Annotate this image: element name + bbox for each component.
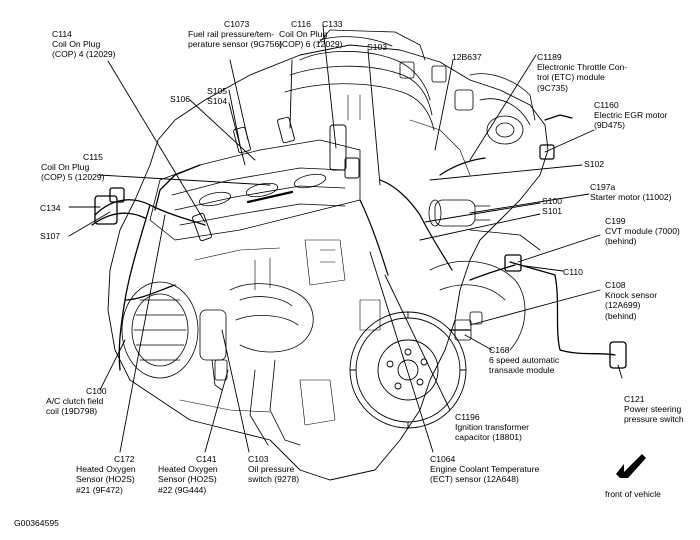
figure-id: G00364595 <box>14 518 59 528</box>
leader-lines <box>68 25 623 453</box>
label-12b637: 12B637 <box>452 52 482 62</box>
transaxle <box>429 229 541 351</box>
wiring-harness-right <box>449 254 627 369</box>
label-s107: S107 <box>40 231 61 241</box>
exhaust-manifold <box>229 283 314 446</box>
coil-on-plug-group <box>192 116 360 242</box>
cylinder-head <box>149 139 361 241</box>
label-c110: C110 <box>563 267 583 277</box>
label-c134: C134 <box>40 203 61 213</box>
intake-manifold <box>284 29 536 145</box>
front-of-vehicle-label: front of vehicle <box>605 489 661 499</box>
front-arrow <box>616 454 646 478</box>
ac-compressor <box>121 281 228 391</box>
label-s106: S106 <box>170 94 191 104</box>
starter-motor <box>428 199 491 227</box>
wiring-harness-top <box>359 114 573 276</box>
engine-block-outline <box>107 44 549 481</box>
wiring-harness-left <box>91 164 206 371</box>
engine-detail-lines <box>179 94 471 426</box>
label-s103: S103 <box>367 42 388 52</box>
flexplate <box>349 311 467 429</box>
label-s102: S102 <box>584 159 605 169</box>
label-c133: C133 <box>322 19 343 29</box>
